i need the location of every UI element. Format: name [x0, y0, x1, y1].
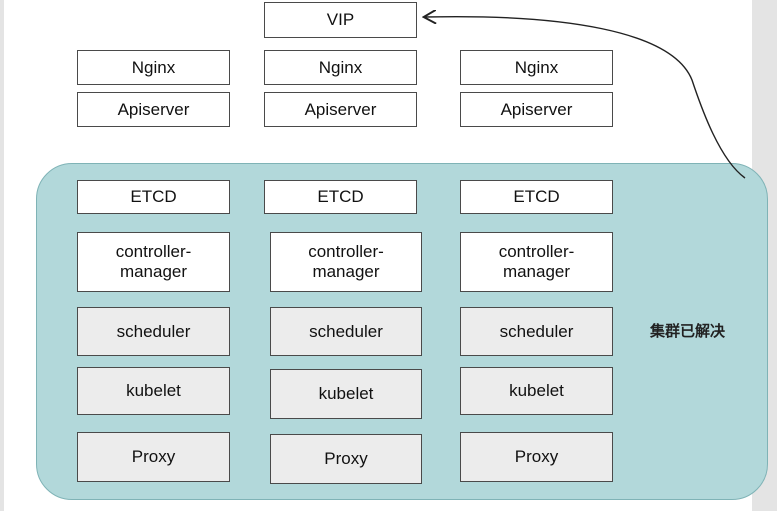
- kubelet-box-1: kubelet: [77, 367, 230, 415]
- etcd-box-1: ETCD: [77, 180, 230, 214]
- nginx-box-1: Nginx: [77, 50, 230, 85]
- nginx-box-2: Nginx: [264, 50, 417, 85]
- nginx-box-3: Nginx: [460, 50, 613, 85]
- apiserver-box-1: Apiserver: [77, 92, 230, 127]
- cluster-solved-note: 集群已解决: [650, 322, 726, 340]
- etcd-box-3: ETCD: [460, 180, 613, 214]
- apiserver-box-3: Apiserver: [460, 92, 613, 127]
- kubelet-box-2: kubelet: [270, 369, 422, 419]
- scheduler-box-1: scheduler: [77, 307, 230, 356]
- proxy-box-2: Proxy: [270, 434, 422, 484]
- kubelet-box-3: kubelet: [460, 367, 613, 415]
- scheduler-box-2: scheduler: [270, 307, 422, 356]
- apiserver-box-2: Apiserver: [264, 92, 417, 127]
- vip-box: VIP: [264, 2, 417, 38]
- proxy-box-3: Proxy: [460, 432, 613, 482]
- controller-manager-box-1: controller- manager: [77, 232, 230, 292]
- proxy-box-1: Proxy: [77, 432, 230, 482]
- scheduler-box-3: scheduler: [460, 307, 613, 356]
- controller-manager-box-3: controller- manager: [460, 232, 613, 292]
- etcd-box-2: ETCD: [264, 180, 417, 214]
- controller-manager-box-2: controller- manager: [270, 232, 422, 292]
